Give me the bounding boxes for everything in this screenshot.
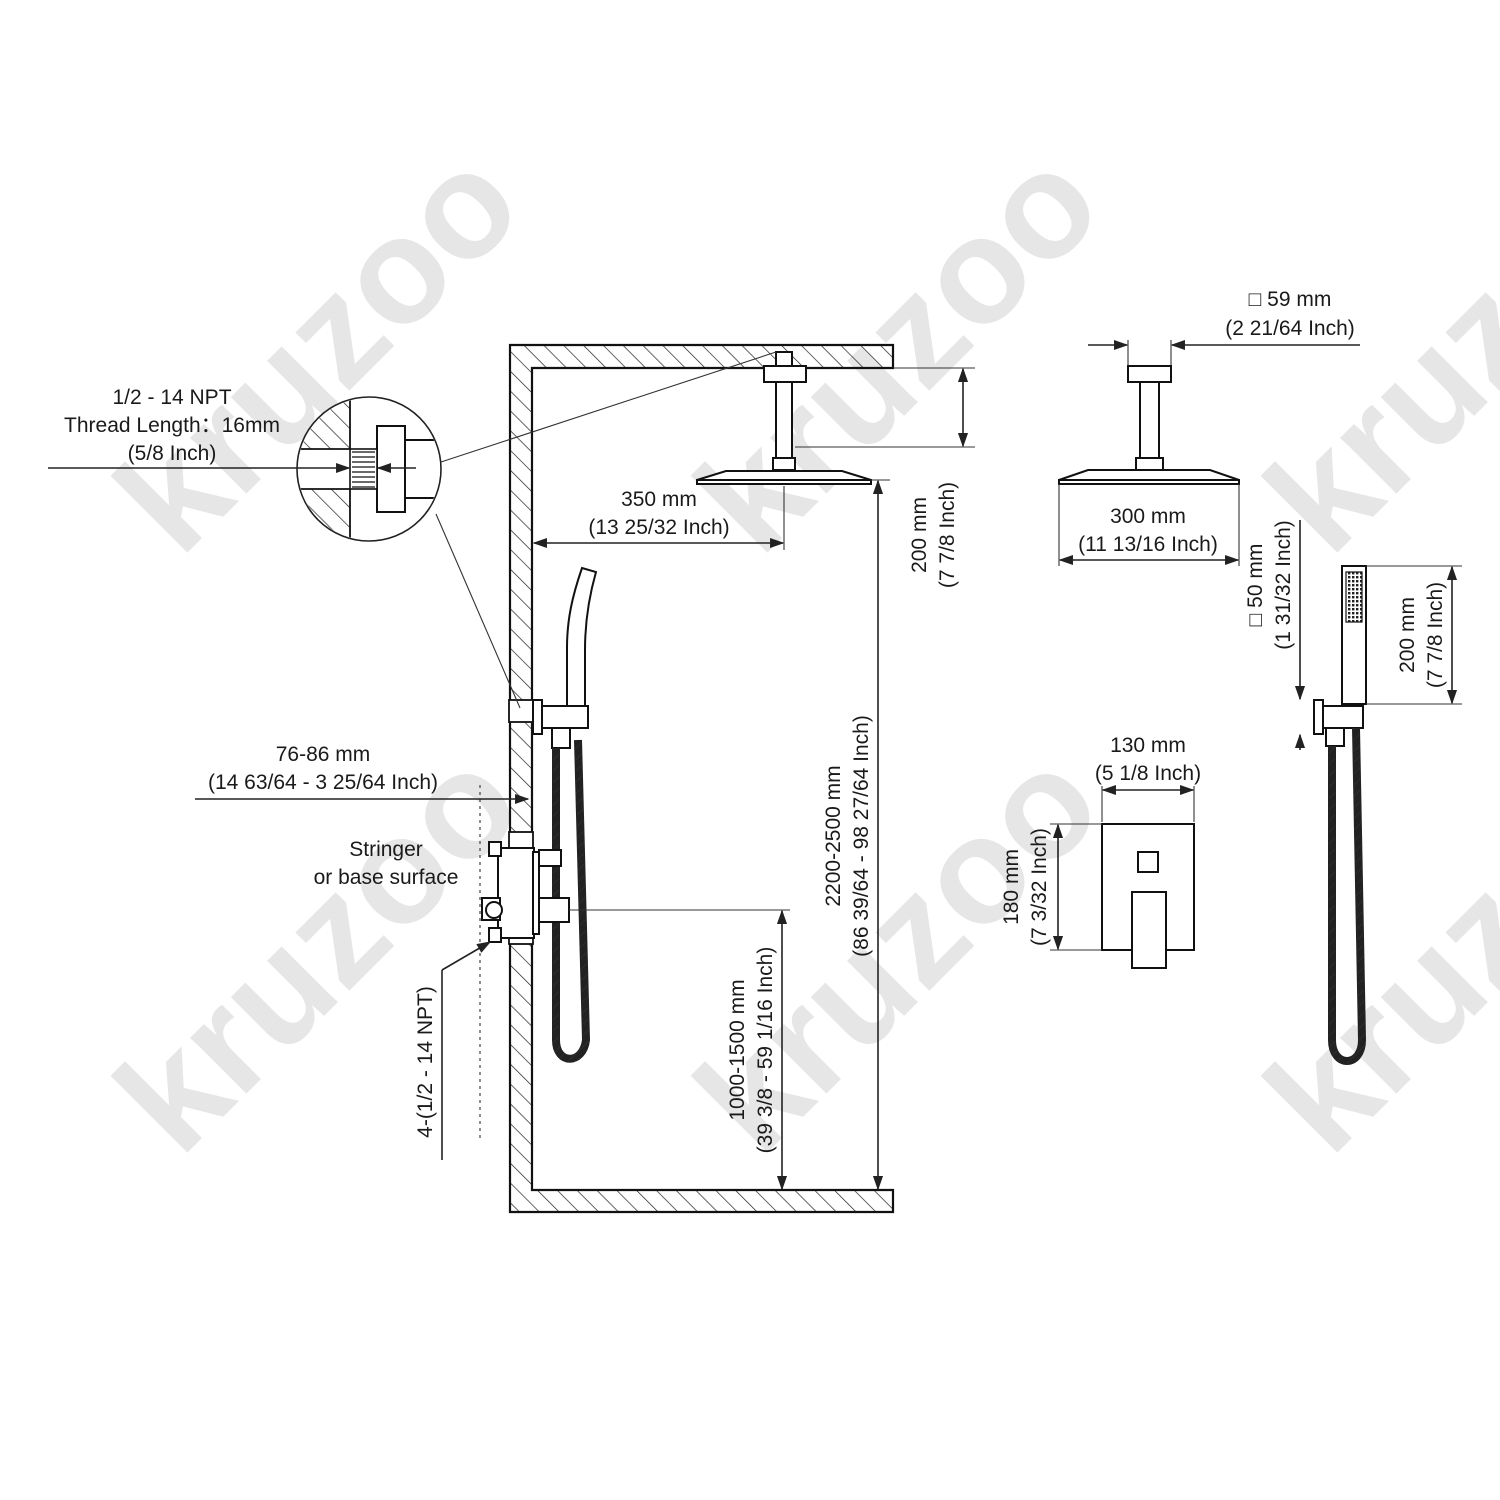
ports-callout: 4-(1/2 - 14 NPT): [414, 941, 492, 1160]
hand-shower-detail: 200 mm (7 7/8 Inch) □ 50 mm (1 31/32 Inc…: [1244, 520, 1462, 1065]
valve-height-inch-label: (39 3/8 - 59 1/16 Inch): [754, 947, 777, 1154]
dim-valve-depth: 76-86 mm (14 63/64 - 3 25/64 Inch): [195, 743, 530, 805]
valve-depth-inch-label: (14 63/64 - 3 25/64 Inch): [208, 771, 438, 794]
head-width-label: 300 mm: [1110, 505, 1186, 528]
ports-label: 4-(1/2 - 14 NPT): [414, 986, 437, 1138]
ceiling-shower-assembly: [696, 351, 872, 485]
handheld-length-inch-label: (7 7/8 Inch): [1424, 582, 1447, 688]
thread-length-label: Thread Length：16mm: [64, 414, 280, 437]
dim-arm-drop: 200 mm (7 7/8 Inch): [795, 367, 975, 588]
valve-depth-label: 76-86 mm: [276, 743, 371, 766]
thread-length-inch-label: (5/8 Inch): [128, 442, 217, 465]
plate-height-inch-label: (7 3/32 Inch): [1028, 828, 1051, 946]
head-height-label: 2200-2500 mm: [822, 765, 845, 906]
flange-inch-label: (2 21/64 Inch): [1225, 317, 1355, 340]
holder-inch-label: (1 31/32 Inch): [1272, 520, 1295, 650]
dim-valve-height: 1000-1500 mm (39 3/8 - 59 1/16 Inch): [569, 909, 790, 1191]
flange-label: □ 59 mm: [1249, 288, 1332, 311]
arm-drop-inch-label: (7 7/8 Inch): [936, 482, 959, 588]
stringer-label-line1: Stringer: [349, 838, 423, 861]
watermark-text: kruzoo: [1234, 716, 1500, 1182]
valve-height-label: 1000-1500 mm: [726, 979, 749, 1120]
handheld-length-label: 200 mm: [1396, 597, 1419, 673]
head-width-inch-label: (11 13/16 Inch): [1078, 533, 1218, 556]
plate-width-label: 130 mm: [1110, 734, 1186, 757]
plate-height-label: 180 mm: [1000, 849, 1023, 925]
arm-reach-inch-label: (13 25/32 Inch): [588, 516, 729, 539]
arm-reach-label: 350 mm: [621, 488, 697, 511]
dim-arm-reach: 350 mm (13 25/32 Inch): [532, 486, 785, 550]
hand-shower-assembly: [532, 566, 598, 1063]
mixing-valve: [479, 785, 570, 1138]
holder-label: □ 50 mm: [1244, 544, 1267, 627]
plate-width-inch-label: (5 1/8 Inch): [1095, 762, 1201, 785]
valve-plate-detail: 130 mm (5 1/8 Inch) 180 mm (7 3/32 Inch): [1000, 734, 1201, 969]
dim-head-height: 2200-2500 mm (86 39/64 - 98 27/64 Inch): [822, 479, 890, 1191]
stringer-callout: Stringer or base surface: [314, 838, 459, 889]
wall-hatch: [508, 343, 895, 1214]
arm-drop-label: 200 mm: [908, 497, 931, 573]
npt-size-label: 1/2 - 14 NPT: [112, 386, 231, 409]
stringer-label-line2: or base surface: [314, 866, 459, 889]
shower-head-detail: □ 59 mm (2 21/64 Inch) 300 mm (11 13/16 …: [1058, 288, 1360, 566]
watermark-text: kruzoo: [1234, 116, 1500, 582]
head-height-inch-label: (86 39/64 - 98 27/64 Inch): [850, 715, 873, 957]
